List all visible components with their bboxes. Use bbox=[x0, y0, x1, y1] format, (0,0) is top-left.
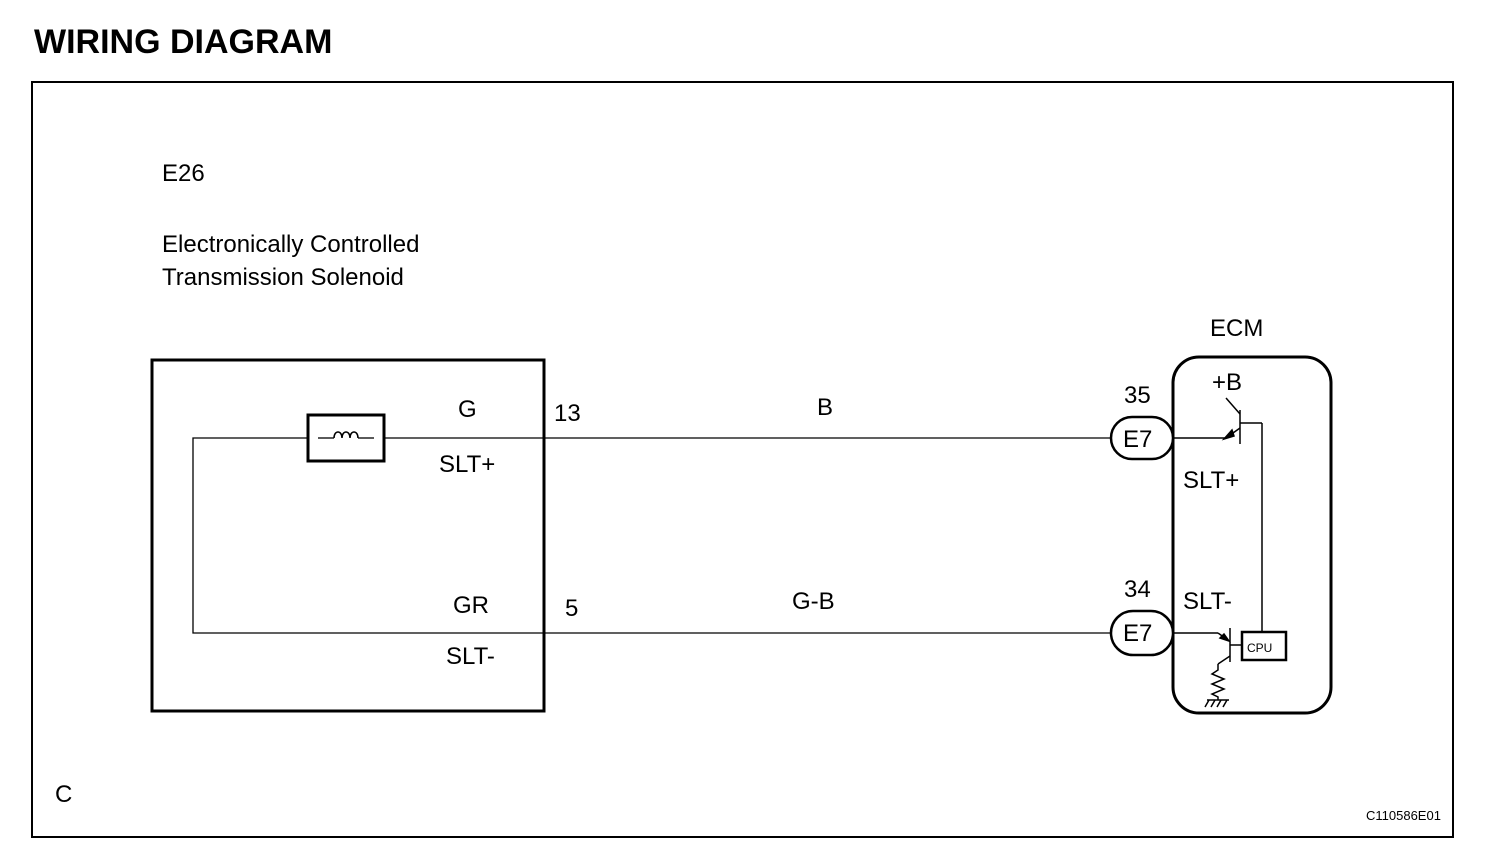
solenoid-pin-bottom-signal: SLT- bbox=[446, 643, 495, 670]
ecm-label: ECM bbox=[1210, 315, 1263, 342]
top-transistor-icon bbox=[1173, 397, 1262, 444]
diagram-frame bbox=[31, 81, 1454, 838]
solenoid-name-line1: Electronically Controlled bbox=[162, 231, 419, 258]
page-title: WIRING DIAGRAM bbox=[34, 23, 332, 61]
wire-bottom-color: G-B bbox=[792, 588, 835, 615]
coil-icon bbox=[306, 413, 386, 463]
figure-id: C110586E01 bbox=[1366, 808, 1441, 823]
wire-top-color: B bbox=[817, 394, 833, 421]
solenoid-pin-bottom-number: 5 bbox=[565, 595, 578, 622]
solenoid-name-line2: Transmission Solenoid bbox=[162, 264, 404, 291]
cpu-box bbox=[1240, 630, 1288, 662]
solenoid-code: E26 bbox=[162, 160, 205, 187]
ecm-bottom-pin-number: 34 bbox=[1124, 576, 1151, 603]
ground-icon bbox=[1204, 699, 1229, 708]
bottom-transistor-icon bbox=[1173, 628, 1242, 665]
ecm-top-connector-label: E7 bbox=[1123, 426, 1152, 453]
ecm-top-pin-number: 35 bbox=[1124, 382, 1151, 409]
ecm-bottom-connector-label: E7 bbox=[1123, 620, 1152, 647]
ecm-power-label: +B bbox=[1212, 369, 1242, 396]
solenoid-box bbox=[150, 358, 546, 713]
solenoid-internal-wire bbox=[192, 437, 544, 634]
solenoid-pin-top-signal: SLT+ bbox=[439, 451, 495, 478]
solenoid-pin-top-number: 13 bbox=[554, 400, 581, 427]
corner-letter: C bbox=[55, 781, 72, 808]
resistor-icon bbox=[1210, 664, 1226, 700]
ecm-bottom-signal: SLT- bbox=[1183, 588, 1232, 615]
cpu-label: CPU bbox=[1247, 641, 1272, 655]
solenoid-pin-bottom-color: GR bbox=[453, 592, 489, 619]
ecm-box bbox=[1171, 355, 1333, 715]
ecm-top-signal: SLT+ bbox=[1183, 467, 1239, 494]
solenoid-pin-top-color: G bbox=[458, 396, 477, 423]
